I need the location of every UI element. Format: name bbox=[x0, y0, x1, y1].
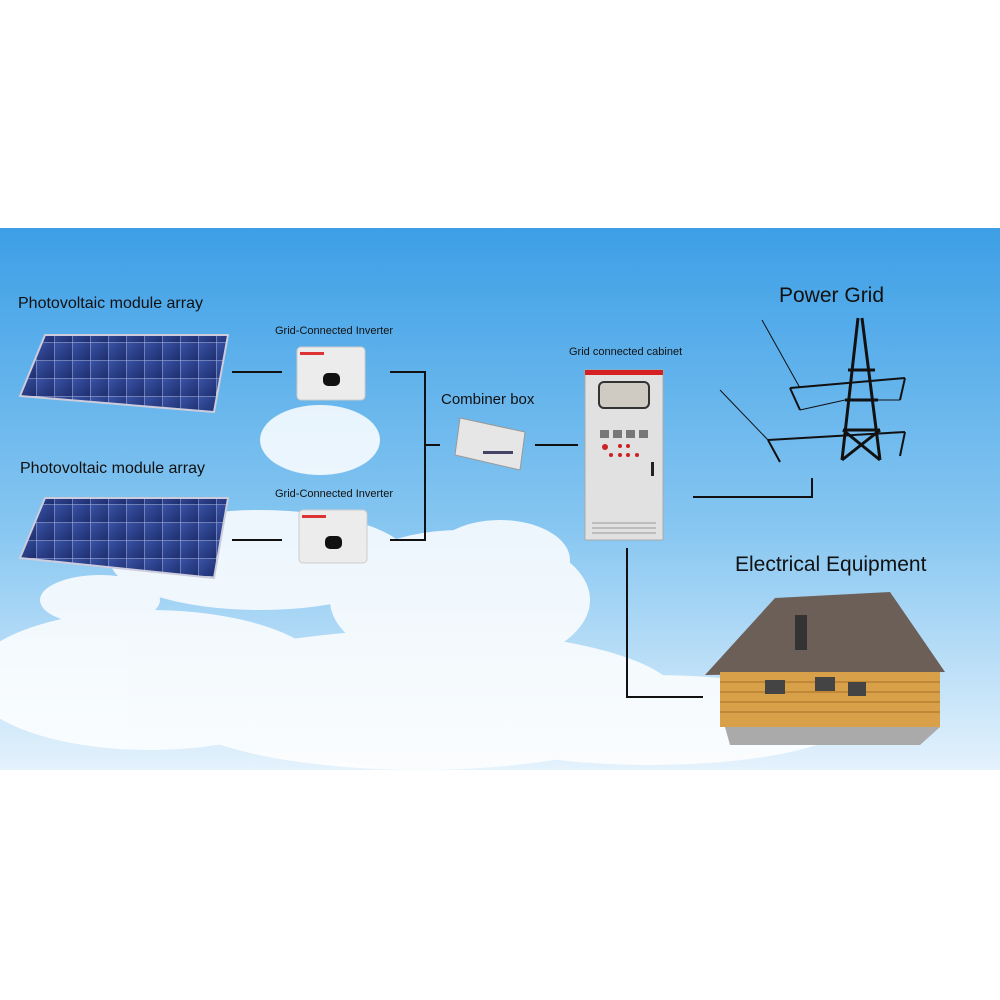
house bbox=[705, 592, 945, 745]
power-grid-label: Power Grid bbox=[779, 284, 885, 307]
cabinet-label: Grid connected cabinet bbox=[569, 346, 683, 358]
inverter-1 bbox=[296, 346, 366, 401]
electrical-equipment-label: Electrical Equipment bbox=[735, 553, 927, 576]
inverter-2-label: Grid-Connected Inverter bbox=[275, 488, 393, 500]
combiner-box bbox=[454, 417, 526, 471]
inverter-1-label: Grid-Connected Inverter bbox=[275, 325, 393, 337]
wires bbox=[232, 371, 813, 698]
pv-panel-array-1 bbox=[18, 334, 230, 414]
combiner-box-label: Combiner box bbox=[441, 391, 535, 408]
grid-cabinet bbox=[584, 369, 664, 541]
transmission-tower bbox=[719, 317, 906, 463]
pv-array-1-label: Photovoltaic module array bbox=[18, 295, 203, 312]
pv-array-2-label: Photovoltaic module array bbox=[20, 460, 205, 477]
inverter-2 bbox=[298, 509, 368, 564]
pv-panel-array-2 bbox=[18, 497, 230, 580]
